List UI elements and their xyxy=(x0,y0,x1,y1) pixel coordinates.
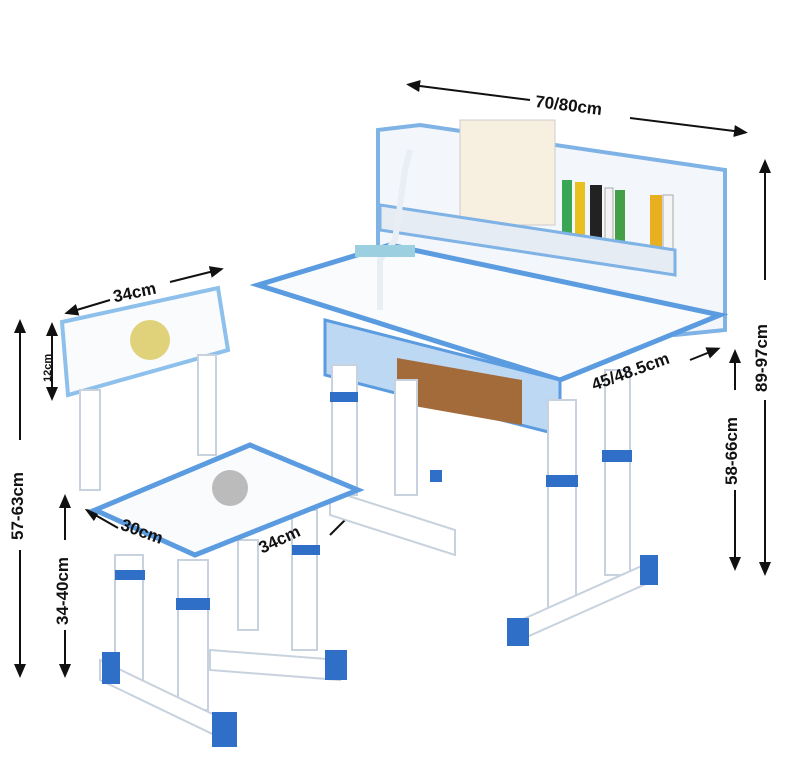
chair-seat-height-label: 34-40cm xyxy=(53,556,72,625)
dimension-lines xyxy=(14,80,771,678)
desk-height-label: 58-66cm xyxy=(722,416,741,485)
desk xyxy=(249,119,729,646)
desk-total-height-label: 89-97cm xyxy=(752,323,771,392)
chair-total-height-label: 57-63cm xyxy=(8,471,27,540)
chair xyxy=(59,285,365,747)
chair-back-height-label: 12cm xyxy=(42,353,54,382)
